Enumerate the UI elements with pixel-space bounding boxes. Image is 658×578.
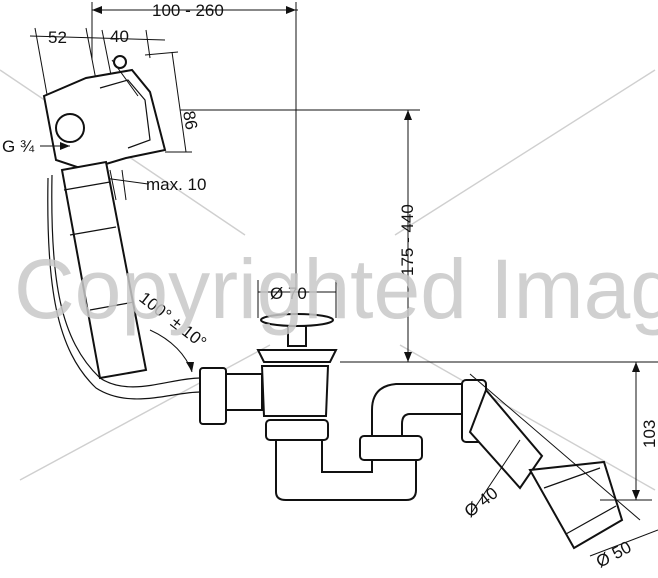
watermark-text: Copyrighted Image — [14, 242, 658, 336]
dim-103-label: 103 — [640, 420, 658, 448]
dim-40-label: 40 — [110, 27, 129, 46]
dimension-d70: Ø 70 — [257, 280, 337, 318]
dimension-g34: G ¾ — [2, 137, 70, 156]
siphon-body — [199, 365, 544, 501]
outlet-pipe — [469, 373, 641, 550]
dim-d50-label: Ø 50 — [593, 537, 634, 571]
dimension-86: 86 — [144, 51, 201, 153]
dim-d40-label: Ø 40 — [461, 483, 502, 521]
drain-plug — [256, 313, 658, 363]
dimension-100-260: 100 - 260 — [91, 1, 298, 290]
overflow-housing — [42, 55, 167, 172]
dim-175-440-label: 175 - 440 — [398, 204, 417, 276]
dim-max10-label: max. 10 — [146, 175, 206, 194]
dimension-52-40: 52 40 — [29, 27, 166, 101]
dim-100-260-label: 100 - 260 — [152, 1, 224, 20]
dimension-103: 103 — [600, 362, 658, 501]
dimension-175-440: 175 - 440 — [180, 109, 420, 362]
dim-d70-label: Ø 70 — [270, 284, 307, 303]
dim-g34-label: G ¾ — [2, 137, 35, 156]
dimension-d50: Ø 50 — [589, 529, 658, 572]
dim-86-label: 86 — [179, 109, 201, 131]
dimension-max10: max. 10 — [103, 169, 206, 201]
overflow-tube — [47, 160, 201, 400]
dim-52-label: 52 — [48, 28, 67, 47]
